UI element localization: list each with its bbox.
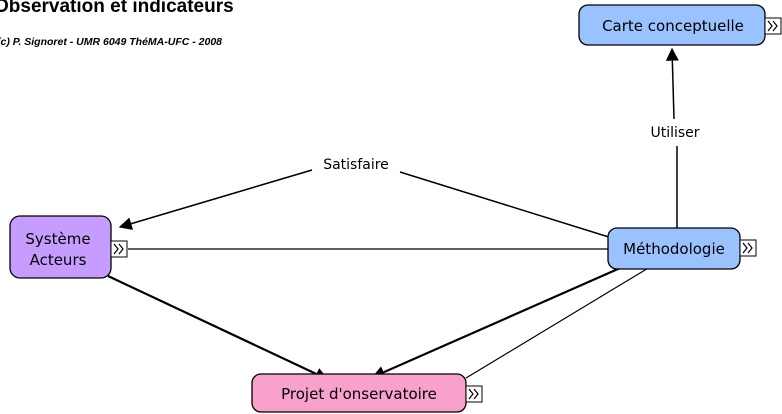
link-satisfaire-label-bg xyxy=(314,152,398,176)
expand-chevron-icon[interactable] xyxy=(110,240,128,258)
link-utiliser-label-bg xyxy=(644,120,706,144)
node-systeme-acteurs[interactable]: Système Acteurs xyxy=(9,215,112,279)
node-carte-conceptuelle[interactable]: Carte conceptuelle xyxy=(578,4,766,46)
link-methodologie-projet-thin xyxy=(465,266,651,379)
link-methodologie-projet xyxy=(371,263,628,379)
expand-chevron-icon[interactable] xyxy=(465,385,483,403)
link-satisfaire-line-right xyxy=(399,171,613,239)
expand-chevron-icon[interactable] xyxy=(764,17,782,35)
page-title: Observation et indicateurs xyxy=(0,0,234,17)
node-systeme-label-line1: Système xyxy=(25,230,90,248)
node-methodologie-label: Méthodologie xyxy=(623,240,725,258)
node-projet-observatoire[interactable]: Projet d'onservatoire xyxy=(251,373,467,413)
link-utiliser-line-top xyxy=(665,47,679,120)
link-systeme-projet xyxy=(107,275,329,380)
link-satisfaire-label: Satisfaire xyxy=(323,157,389,173)
link-utiliser-label: Utiliser xyxy=(650,125,699,141)
node-methodologie[interactable]: Méthodologie xyxy=(607,227,741,270)
node-systeme-label-line2: Acteurs xyxy=(30,251,87,269)
node-carte-label: Carte conceptuelle xyxy=(602,17,744,35)
expand-chevron-icon[interactable] xyxy=(739,239,757,257)
node-projet-label: Projet d'onservatoire xyxy=(281,385,437,403)
link-satisfaire-line-left xyxy=(118,169,313,230)
copyright-line: (c) P. Signoret - UMR 6049 ThéMA-UFC - 2… xyxy=(0,36,223,48)
